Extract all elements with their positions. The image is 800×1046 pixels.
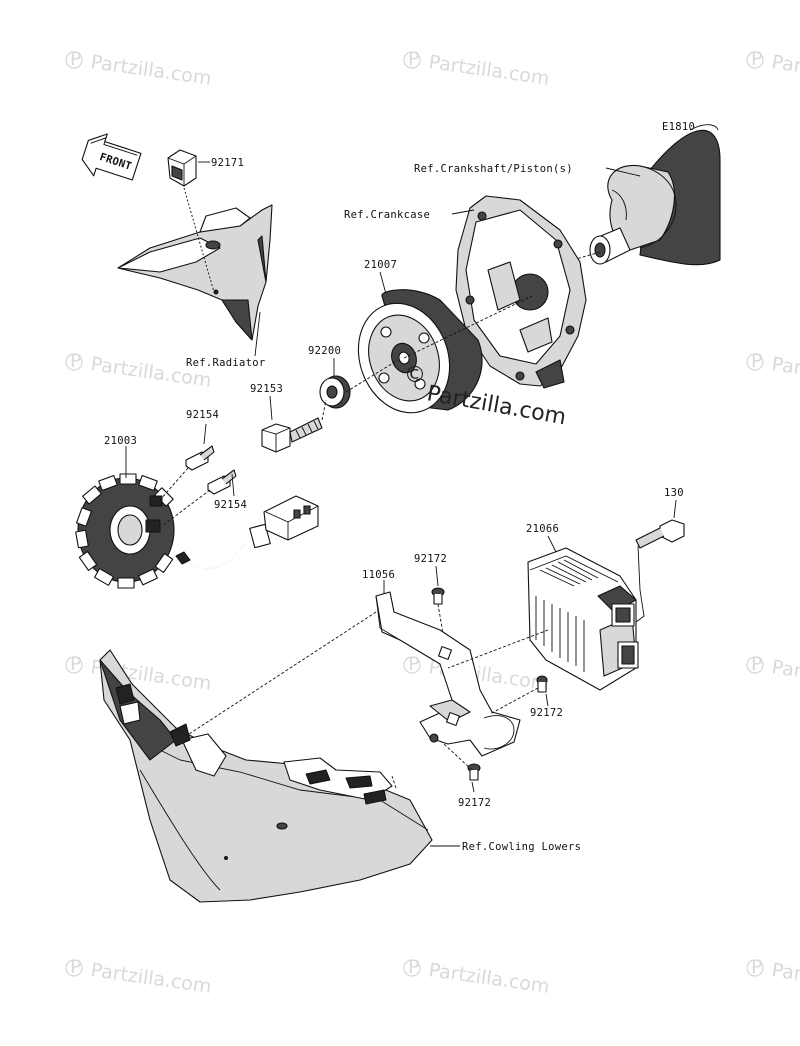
front-arrow-icon: FRONT (81, 133, 142, 181)
callout-21007: 21007 (364, 259, 397, 271)
callout-21066: 21066 (526, 523, 559, 535)
part-92154-screw-upper (185, 445, 215, 471)
watermark-bottom-center: P Partzilla.com (403, 956, 551, 998)
svg-text:Partzilla.com: Partzilla.com (770, 353, 800, 392)
center-copyright-icon: © (404, 363, 426, 388)
watermark-top-center: P Partzilla.com (403, 48, 551, 90)
callout-ref-crankcase: Ref.Crankcase (344, 209, 430, 221)
svg-text:P: P (751, 956, 762, 978)
part-92154-screw-lower (207, 469, 237, 495)
center-brand: Partzilla.com (425, 381, 568, 430)
crankshaft (589, 124, 721, 266)
callout-92200: 92200 (308, 345, 341, 357)
callout-92172-bottom: 92172 (458, 797, 491, 809)
part-11056-bracket (375, 591, 521, 757)
part-92200-washer (319, 375, 351, 409)
svg-text:P: P (751, 48, 762, 70)
svg-text:P: P (70, 653, 81, 675)
part-21003-stator (75, 473, 175, 589)
svg-text:P: P (408, 48, 419, 70)
svg-text:P: P (408, 653, 419, 675)
svg-text:Partzilla.com: Partzilla.com (770, 959, 800, 998)
watermark-top-left: P Partzilla.com (65, 48, 213, 90)
svg-text:Partzilla.com: Partzilla.com (427, 959, 550, 998)
part-21007-flywheel (357, 289, 483, 414)
part-92172-screw-upper (431, 587, 445, 605)
svg-text:P: P (70, 48, 81, 70)
callout-ref-crankshaft: Ref.Crankshaft/Piston(s) (414, 163, 573, 175)
callout-130: 130 (664, 487, 684, 499)
callout-92172-right: 92172 (530, 707, 563, 719)
callout-ref-cowling: Ref.Cowling Lowers (462, 841, 581, 853)
svg-text:P: P (751, 350, 762, 372)
svg-text:P: P (70, 956, 81, 978)
part-21066-regulator (527, 547, 639, 691)
stator-harness (175, 495, 319, 570)
callout-92154-upper: 92154 (186, 409, 219, 421)
cowling-lower (99, 649, 433, 903)
part-92172-screw-right (536, 675, 548, 693)
callout-21003: 21003 (104, 435, 137, 447)
callout-ref-radiator: Ref.Radiator (186, 357, 265, 369)
regulator-fins (535, 559, 599, 672)
callout-92171: 92171 (211, 157, 244, 169)
part-92172-screw-bottom (467, 763, 481, 781)
part-92153-bolt (261, 417, 323, 453)
watermark-mid-right: P Partzilla.com (746, 350, 800, 392)
callout-92153: 92153 (250, 383, 283, 395)
svg-text:Partzilla.com: Partzilla.com (427, 51, 550, 90)
callout-11056: 11056 (362, 569, 395, 581)
callout-92172-upper: 92172 (414, 553, 447, 565)
watermark-bottom-right: P Partzilla.com (746, 956, 800, 998)
diagram-code: E1810 (662, 121, 695, 133)
svg-text:Partzilla.com: Partzilla.com (770, 51, 800, 90)
watermark-bottom-left: P Partzilla.com (65, 956, 213, 998)
callout-92154-lower: 92154 (214, 499, 247, 511)
part-130-bolt (635, 519, 685, 549)
watermark-low-left: P Partzilla.com (65, 653, 213, 695)
svg-text:P: P (751, 653, 762, 675)
svg-text:P: P (408, 956, 419, 978)
crankcase-cover (455, 195, 587, 389)
svg-text:Partzilla.com: Partzilla.com (770, 656, 800, 695)
part-92171-clip (167, 149, 197, 187)
watermark-top-right: P Partzilla.com (746, 48, 800, 90)
svg-text:P: P (70, 350, 81, 372)
svg-text:Partzilla.com: Partzilla.com (89, 959, 212, 998)
radiator-bracket (117, 204, 273, 341)
svg-text:Partzilla.com: Partzilla.com (89, 51, 212, 90)
watermark-low-right: P Partzilla.com (746, 653, 800, 695)
